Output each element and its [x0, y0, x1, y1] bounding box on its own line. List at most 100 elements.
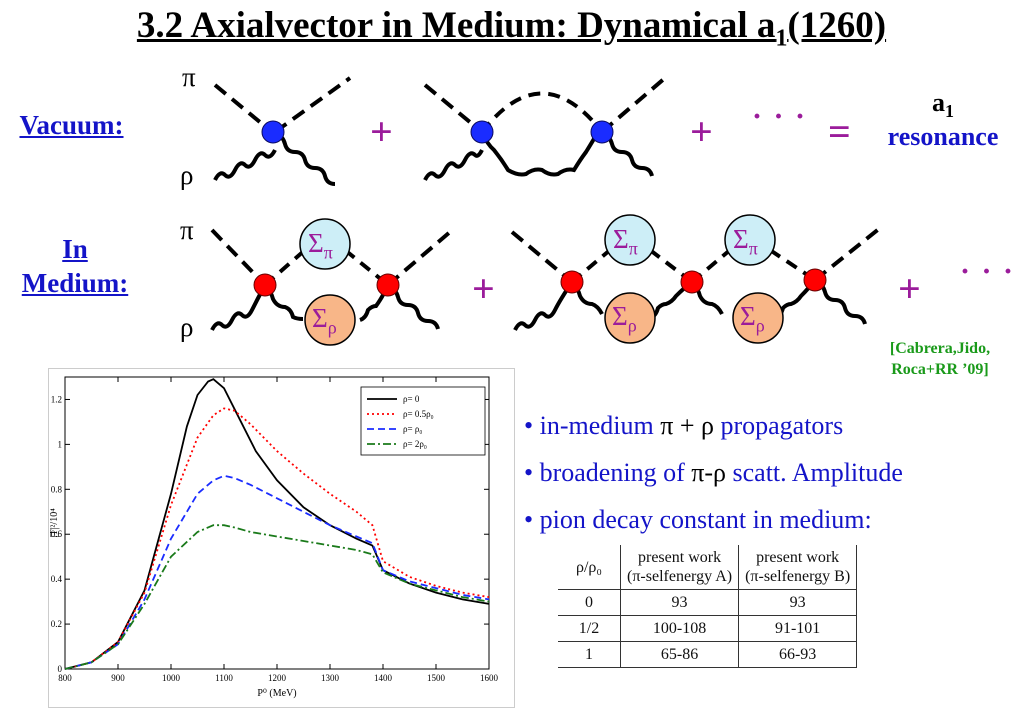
med2-vertex-2 — [680, 270, 704, 294]
x-tick-label: 1000 — [162, 673, 181, 683]
vac2-pion-in — [423, 83, 484, 134]
title-suffix: (1260) — [787, 5, 887, 46]
bullet-3: • pion decay constant in medium: — [524, 505, 872, 534]
legend-label-3: ρ= 2ρ₀ — [403, 439, 427, 449]
table-header-row: ρ/ρ₀ present work(π-selfenergy A) presen… — [558, 545, 858, 590]
legend-label-2: ρ= ρ₀ — [403, 424, 422, 434]
x-tick-label: 1200 — [268, 673, 287, 683]
a1-label: a1 — [932, 88, 954, 122]
med2-vertex-1 — [560, 270, 584, 294]
sigma-rho-label-3: Σρ — [740, 301, 765, 336]
vac2-vertex-right — [590, 120, 614, 144]
x-tick-label: 800 — [58, 673, 72, 683]
sigma-pi-label-3: Σπ — [733, 224, 758, 259]
vac2-pion-out — [600, 76, 667, 134]
plus-vacuum-1: + — [370, 109, 393, 154]
x-tick-label: 1100 — [215, 673, 233, 683]
bullet-2: • broadening of π-ρ scatt. Amplitude — [524, 458, 903, 487]
rho-label-vacuum: ρ — [180, 160, 194, 190]
a1-resonance-result: a1 resonance — [868, 88, 1018, 152]
med1-pion-in — [210, 228, 267, 287]
vac1-pion-in — [213, 83, 274, 134]
y-tick-label: 0 — [58, 664, 63, 674]
rho-label-medium: ρ — [180, 312, 194, 342]
x-tick-label: 900 — [111, 673, 125, 683]
y-tick-label: 0.4 — [51, 574, 63, 584]
title-main: 3.2 Axialvector in Medium: Dynamical a — [136, 5, 776, 46]
vac2-pion-loop — [480, 91, 604, 134]
decay-constant-table-wrap: ρ/ρ₀ present work(π-selfenergy A) presen… — [558, 545, 858, 668]
table-row: 1/2 100-108 91-101 — [558, 615, 858, 642]
feynman-diagrams — [210, 76, 882, 346]
med2-vertex-3 — [803, 268, 827, 292]
y-tick-label: 0.6 — [51, 529, 63, 539]
resonance-label: resonance — [887, 122, 999, 152]
med1-vertex-right — [376, 273, 400, 297]
vac2-vertex-left — [470, 120, 494, 144]
sigma-rho-label-1: Σρ — [312, 303, 337, 338]
citation-line1: [Cabrera,Jido, — [889, 340, 991, 357]
sigma-pi-label-2: Σπ — [613, 224, 638, 259]
bullet-1: • in-medium π + ρ propagators — [524, 411, 844, 440]
med1-rho-mid1 — [263, 283, 304, 321]
table-header-b: present work(π-selfenergy B) — [738, 545, 858, 590]
sigma-pi-label-1: Σπ — [308, 228, 333, 263]
med1-rho-in — [210, 284, 267, 331]
decay-constant-table: ρ/ρ₀ present work(π-selfenergy A) presen… — [558, 545, 858, 668]
plus-medium-1: + — [472, 266, 495, 311]
vac2-rho-loop — [480, 130, 600, 177]
citation-line2: Roca+RR ’09] — [891, 361, 989, 378]
med2-sigma-pi-blob-1 — [604, 214, 656, 266]
in-medium-label: In Medium: — [4, 232, 146, 300]
table-header-a: present work(π-selfenergy A) — [619, 545, 740, 590]
med2-rho-in — [513, 280, 574, 331]
pi-label-vacuum: π — [182, 62, 196, 92]
spectral-plot: 800 900 1000 1100 1200 1300 1400 1500 1600 0 0.2 0.… — [48, 368, 515, 708]
med2-pion-in — [510, 230, 574, 284]
spectral-plot-svg: 800 900 1000 1100 1200 1300 1400 1500 1600 0 0.2 0.… — [49, 376, 499, 699]
plus-medium-2: + — [898, 266, 921, 311]
in-medium-label-line2: Medium: — [21, 268, 129, 298]
med1-pion-out — [386, 230, 452, 287]
x-axis-label: P⁰ (MeV) — [257, 688, 296, 699]
y-tick-label: 0.8 — [51, 484, 63, 494]
med1-sigma-rho-blob — [304, 294, 356, 346]
series-line-1 — [64, 407, 490, 670]
med1-rho-out — [387, 283, 440, 330]
title-subscript: 1 — [775, 25, 788, 52]
med1-sigma-pi-blob — [299, 218, 351, 270]
table-header-density: ρ/ρ₀ — [558, 545, 621, 590]
x-tick-label: 1300 — [321, 673, 340, 683]
plus-vacuum-2: + — [690, 109, 713, 154]
med1-rho-mid2 — [359, 284, 390, 322]
vac1-rho-out — [274, 130, 336, 186]
vac1-vertex — [261, 120, 285, 144]
citation: [Cabrera,Jido, Roca+RR ’09] — [860, 338, 1020, 380]
vac2-rho-in — [423, 149, 484, 181]
vacuum-label: Vacuum: — [19, 110, 124, 140]
x-tick-label: 1600 — [480, 673, 499, 683]
med2-sigma-rho-blob-1 — [604, 292, 656, 344]
vac1-rho-in — [213, 149, 277, 181]
y-tick-label: 1 — [58, 439, 63, 449]
vac1-pion-out — [273, 76, 352, 134]
pi-label-medium: π — [180, 215, 194, 245]
x-tick-label: 1500 — [427, 673, 446, 683]
legend-label-0: ρ= 0 — [403, 394, 420, 404]
x-tick-label: 1400 — [374, 673, 393, 683]
table-row: 1 65-86 66-93 — [558, 641, 858, 668]
med2-rho-out — [814, 278, 867, 325]
dots-vacuum: · · · — [752, 100, 808, 133]
equals-sign: = — [828, 109, 851, 154]
dots-medium: · · · — [960, 255, 1016, 288]
series-line-0 — [64, 378, 490, 670]
legend-label-1: ρ= 0.5ρ₀ — [403, 409, 434, 419]
y-axis-label: |T|²/10⁴ — [49, 508, 60, 538]
bullet-list: • in-medium π + ρ propagators • broadeni… — [524, 402, 1023, 543]
y-tick-label: 0.2 — [51, 619, 62, 629]
in-medium-label-line1: In — [62, 234, 88, 264]
series-line-3 — [64, 524, 490, 670]
med2-pion-out — [813, 226, 882, 282]
med2-sigma-rho-blob-2 — [732, 292, 784, 344]
med1-vertex-left — [253, 273, 277, 297]
